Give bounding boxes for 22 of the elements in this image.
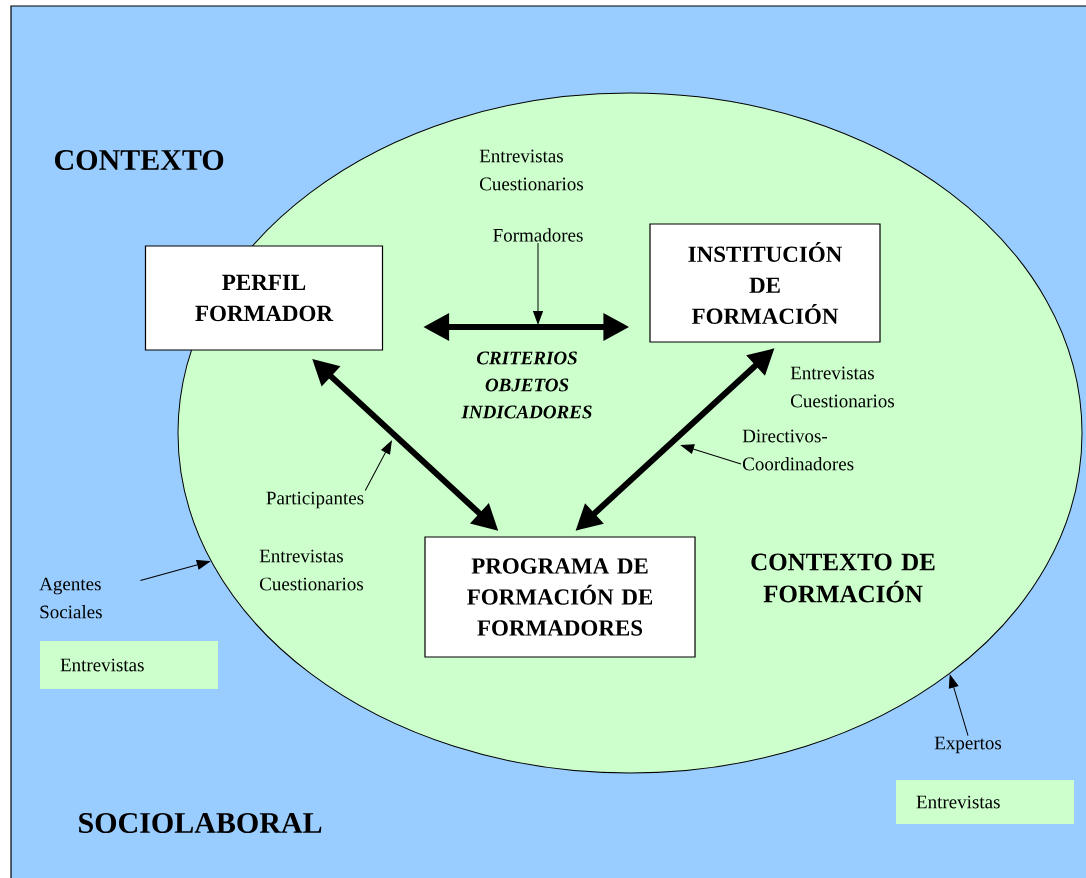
- process-box: PERFIL FORMADOR: [144, 245, 384, 351]
- arrow: [948, 674, 969, 737]
- participant-label: Formadores: [493, 228, 583, 242]
- participant-label: Directivos- Coordinadores: [742, 429, 854, 471]
- participant-label: Agentes Sociales: [39, 577, 102, 619]
- arrow: [533, 242, 543, 324]
- heading: SOCIOLABORAL: [79, 812, 322, 834]
- heading: CONTEXTO: [55, 149, 224, 171]
- criteria-label: CRITERIOS OBJETOS INDICADORES: [461, 351, 592, 419]
- participant-label: Expertos: [934, 736, 1002, 754]
- arrow: [139, 559, 210, 581]
- method-box: Entrevistas: [896, 780, 1074, 824]
- process-box: INSTITUCIÓN DE FORMACIÓN: [649, 223, 881, 343]
- method-box: Entrevistas: [40, 641, 218, 689]
- participant-label: Participantes: [266, 491, 364, 509]
- method-label: Entrevistas Cuestionarios: [259, 549, 364, 591]
- arrow: [364, 440, 392, 491]
- method-label: Entrevistas Cuestionarios: [479, 149, 584, 191]
- heading: CONTEXTO DE FORMACIÓN: [751, 553, 935, 603]
- method-label: Entrevistas Cuestionarios: [790, 366, 895, 408]
- arrow: [680, 444, 742, 465]
- process-box: PROGRAMA DE FORMACIÓN DE FORMADORES: [424, 536, 696, 658]
